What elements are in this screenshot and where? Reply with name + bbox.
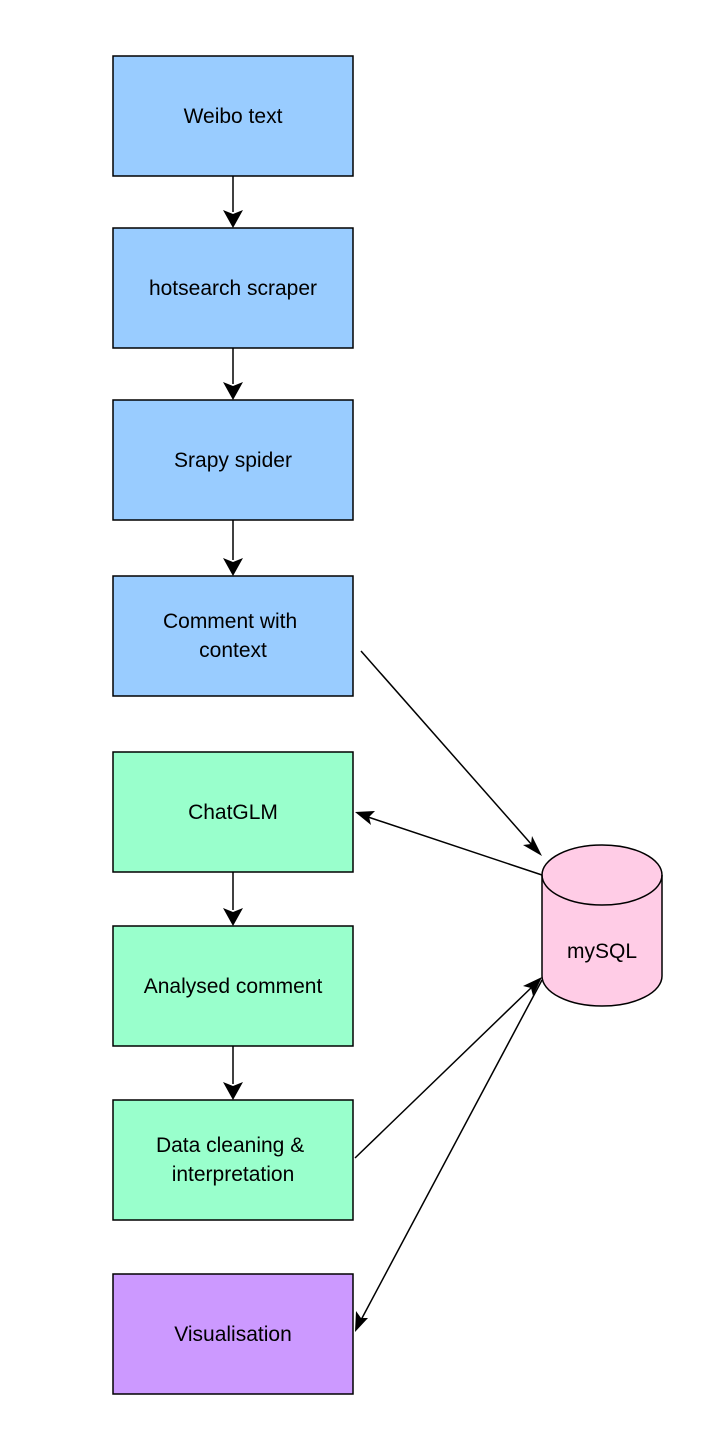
edge-mysql-to-visualisation: [360, 979, 543, 1321]
mysql-cylinder-body: [541, 844, 663, 1007]
comment-with-context-label-line-1: Comment with: [163, 610, 297, 633]
arrowhead-chatglm-to-analysed: [223, 908, 243, 926]
hotsearch-scraper-label: hotsearch scraper: [149, 277, 317, 300]
mysql-label-line: mySQL: [567, 940, 637, 963]
srapy-spider-box: [112, 399, 354, 521]
node-comment-with-context: Comment with context: [112, 575, 354, 697]
comment-with-context-label-line-2: context: [199, 639, 267, 662]
arrowhead-mysql-to-chatglm: [355, 811, 375, 825]
data-cleaning-label-line-2: interpretation: [172, 1163, 295, 1186]
arrowhead-weibo-to-hotsearch: [223, 210, 243, 228]
node-weibo-text: Weibo text: [112, 55, 354, 177]
srapy-spider-label-line: Srapy spider: [174, 449, 292, 472]
visualisation-label: Visualisation: [174, 1323, 292, 1346]
arrowhead-srapy-to-comment: [223, 558, 243, 576]
data-cleaning-label-line-1: Data cleaning &: [156, 1134, 304, 1157]
arrowhead-cleaning-to-mysql: [523, 977, 542, 996]
edge-comment-to-mysql: [360, 650, 533, 846]
edges: [223, 176, 543, 1332]
analysed-comment-label-line: Analysed comment: [144, 975, 323, 998]
visualisation-box: [112, 1273, 354, 1395]
srapy-spider-label: Srapy spider: [174, 449, 292, 472]
node-chatglm: ChatGLM: [112, 751, 354, 873]
weibo-text-label: Weibo text: [184, 105, 283, 128]
node-data-cleaning: Data cleaning & interpretation: [112, 1099, 354, 1221]
hotsearch-scraper-box: [112, 227, 354, 349]
data-cleaning-box: [112, 1099, 354, 1221]
arrowhead-mysql-to-visualisation: [355, 1311, 368, 1332]
comment-with-context-label: Comment with context: [163, 610, 303, 662]
edge-cleaning-to-mysql: [354, 986, 533, 1159]
node-mysql-database: mySQL: [541, 844, 663, 1007]
node-srapy-spider: Srapy spider: [112, 399, 354, 521]
visualisation-label-line: Visualisation: [174, 1323, 292, 1346]
analysed-comment-box: [112, 925, 354, 1047]
mysql-label: mySQL: [567, 940, 637, 963]
analysed-comment-label: Analysed comment: [144, 975, 323, 998]
mysql-cylinder-rim: [541, 874, 663, 906]
weibo-text-label-line: Weibo text: [184, 105, 283, 128]
edge-mysql-to-chatglm: [367, 816, 543, 876]
chatglm-box: [112, 751, 354, 873]
node-visualisation: Visualisation: [112, 1273, 354, 1395]
hotsearch-scraper-label-line: hotsearch scraper: [149, 277, 317, 300]
data-cleaning-label: Data cleaning & interpretation: [156, 1134, 310, 1186]
weibo-text-box: [112, 55, 354, 177]
chatglm-label: ChatGLM: [188, 801, 278, 824]
comment-with-context-box: [112, 575, 354, 697]
arrowhead-analysed-to-cleaning: [223, 1082, 243, 1100]
arrowhead-hotsearch-to-srapy: [223, 382, 243, 400]
chatglm-label-line: ChatGLM: [188, 801, 278, 824]
node-analysed-comment: Analysed comment: [112, 925, 354, 1047]
arrowhead-comment-to-mysql: [523, 836, 542, 856]
node-hotsearch-scraper: hotsearch scraper: [112, 227, 354, 349]
